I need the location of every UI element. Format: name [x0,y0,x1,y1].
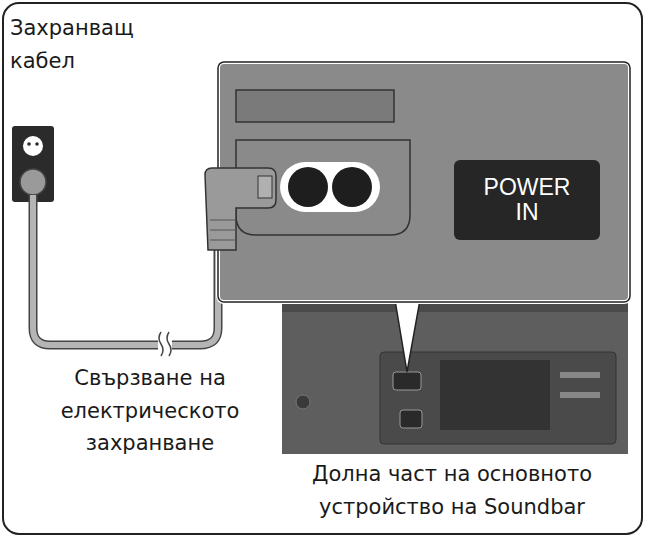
socket-frame [236,140,410,235]
socket-halo [280,162,380,212]
part-caption: Долна част на основното устройство на So… [272,458,632,523]
cable-break [159,332,171,356]
port-label: POWER IN [472,175,582,226]
connector-panel [380,352,616,444]
marking [560,392,600,398]
outlet-socket [23,136,43,156]
appliance-plug [205,168,276,250]
power-cable [33,195,218,345]
marking [560,372,600,378]
zoom-panel-outline [218,62,630,302]
mains-plug [20,169,46,195]
callout-pointer [395,300,420,372]
recess [236,90,394,122]
socket-pin-hole [332,167,372,207]
plug-grip [210,220,236,240]
socket-pin-hole [288,167,328,207]
soundbar-body [282,302,628,454]
step-caption: Свързване на електрическото захранване [15,362,285,460]
power-in-label: POWER IN [454,160,600,240]
soundbar-port [296,395,310,409]
cable-label: Захранващ кабел [10,12,180,77]
power-socket-small [393,372,421,390]
wall-outlet [12,126,54,202]
zoom-panel [218,62,630,302]
cable-break [158,333,172,357]
label-plate [440,360,550,430]
outer-frame [3,3,642,534]
power-cable [33,195,218,345]
plug-head [258,176,272,198]
port [400,410,422,428]
outlet-hole [27,142,31,146]
outlet-hole [35,142,39,146]
